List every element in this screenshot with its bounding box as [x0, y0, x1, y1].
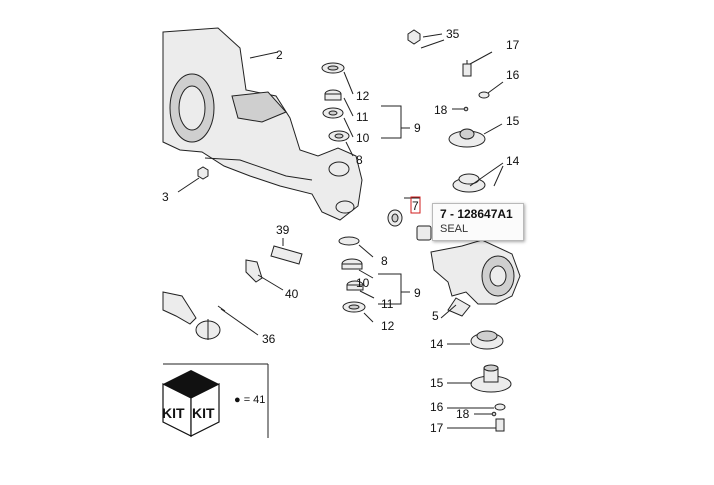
seal-12-upper[interactable]	[321, 62, 354, 95]
callout-9-upper[interactable]: 9	[414, 121, 421, 135]
callout-8-lower[interactable]: 8	[381, 254, 388, 268]
nut-35[interactable]	[407, 29, 445, 49]
kit-box-icon: KIT KIT	[162, 363, 269, 438]
bushing-11-upper[interactable]	[324, 89, 354, 117]
callout-40[interactable]: 40	[285, 287, 299, 301]
tooltip-description: SEAL	[440, 223, 469, 235]
callout-5[interactable]: 5	[432, 309, 439, 323]
callout-3[interactable]: 3	[162, 190, 169, 204]
callout-14-top[interactable]: 14	[506, 154, 520, 168]
callout-36[interactable]: 36	[262, 332, 276, 346]
kit-legend: ● = 41	[234, 394, 266, 406]
clip-40[interactable]	[245, 259, 284, 291]
steering-knuckle[interactable]	[416, 225, 521, 319]
washer-8-lower[interactable]	[338, 236, 374, 258]
tie-rod-end-36[interactable]	[162, 291, 259, 340]
washer-16-bottom[interactable]	[447, 403, 506, 411]
bearing-10-lower[interactable]	[341, 258, 374, 279]
callout-10-lower[interactable]: 10	[356, 276, 370, 290]
callout-16-bottom[interactable]: 16	[430, 400, 444, 414]
axle-housing[interactable]	[162, 27, 363, 221]
seal-7-highlight	[410, 196, 421, 214]
callout-11-upper[interactable]: 11	[356, 110, 369, 124]
seal-7[interactable]	[387, 196, 421, 227]
bracket-9-lower	[378, 273, 410, 305]
washer-16-top[interactable]	[478, 81, 504, 99]
callout-39[interactable]: 39	[276, 223, 290, 237]
bushing-11-lower[interactable]	[346, 280, 375, 299]
callout-11-lower[interactable]: 11	[381, 297, 394, 311]
kit-label-right: KIT	[192, 405, 215, 421]
callout-17-top[interactable]: 17	[506, 38, 520, 52]
bracket-9-upper	[381, 105, 410, 139]
callout-15-bottom[interactable]: 15	[430, 376, 444, 390]
callout-2[interactable]: 2	[276, 48, 283, 62]
callout-labels: 35 17 16 18 15 14 2 12 11 10 9 8 3 7 39 …	[162, 27, 520, 435]
bearing-14-top[interactable]	[452, 162, 504, 193]
callout-15-top[interactable]: 15	[506, 114, 520, 128]
callout-12-lower[interactable]: 12	[381, 319, 395, 333]
king-pin-cap-15-bottom[interactable]	[447, 364, 512, 393]
callout-12-upper[interactable]: 12	[356, 89, 370, 103]
callout-17-bottom[interactable]: 17	[430, 421, 444, 435]
callout-18-top[interactable]: 18	[434, 103, 448, 117]
bearing-14-bottom[interactable]	[447, 330, 504, 350]
part-tooltip: 7 - 128647A1 SEAL	[432, 203, 524, 241]
bolt-3[interactable]	[177, 166, 209, 193]
callout-18-bottom[interactable]: 18	[456, 407, 470, 421]
pin-39[interactable]	[270, 238, 303, 265]
kit-label-left: KIT	[162, 405, 185, 421]
king-pin-cap-15-top[interactable]	[448, 123, 503, 148]
bolt-17-bottom[interactable]	[447, 418, 505, 432]
callout-8-upper[interactable]: 8	[356, 153, 363, 167]
pin-18-bottom[interactable]	[474, 411, 497, 417]
pin-18-top[interactable]	[452, 106, 469, 112]
bolt-17-top[interactable]	[462, 51, 493, 77]
callout-7[interactable]: 7	[412, 199, 419, 213]
callout-9-lower[interactable]: 9	[414, 286, 421, 300]
bearing-10-upper[interactable]	[322, 107, 354, 138]
seal-12-lower[interactable]	[342, 301, 374, 323]
callout-16-top[interactable]: 16	[506, 68, 520, 82]
callout-10-upper[interactable]: 10	[356, 131, 370, 145]
washer-8-upper[interactable]	[328, 130, 354, 157]
callout-14-bottom[interactable]: 14	[430, 337, 444, 351]
callout-35[interactable]: 35	[446, 27, 460, 41]
tooltip-part-number: 7 - 128647A1	[440, 207, 513, 221]
